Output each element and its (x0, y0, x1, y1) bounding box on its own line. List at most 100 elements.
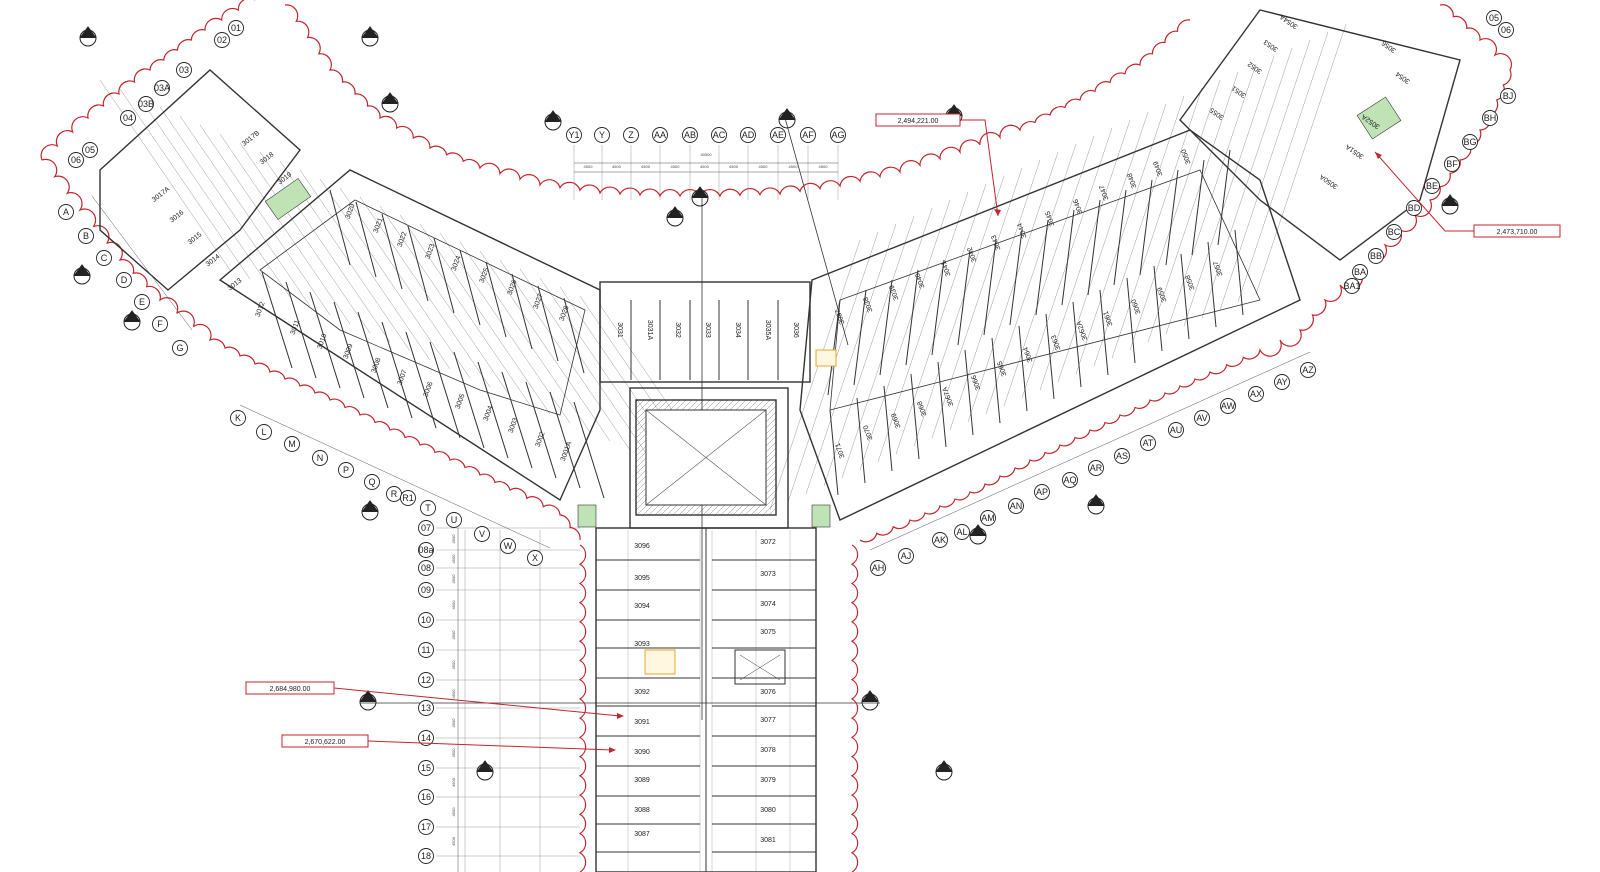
grid-bubble-lwe-7: 06 (68, 152, 84, 168)
grid-bubble-rwb-6: AT (1140, 435, 1156, 451)
grid-bubble-top-2: Z (623, 127, 639, 143)
grid-bubble-lwo-3: D (116, 272, 132, 288)
room-lwo-3: 3009 (343, 343, 355, 360)
grid-bubble-lwo-0: A (58, 204, 74, 220)
grid-bubble-top-3: AA (652, 127, 668, 143)
svg-text:AT: AT (1143, 438, 1154, 448)
grid-bubble-lwo-4: E (134, 294, 150, 310)
svg-text:AK: AK (934, 535, 946, 545)
svg-text:T: T (425, 503, 431, 513)
revision-clouds (40, 0, 1513, 872)
room-se-8: 3080 (760, 807, 776, 814)
grid-bubble-rwo-2: BG (1462, 134, 1478, 150)
svg-text:4500: 4500 (700, 164, 710, 169)
grid-bubble-lwe-4: 03B (138, 96, 154, 112)
grid-bubble-row-2: 08 (418, 560, 434, 576)
svg-text:09: 09 (421, 585, 431, 595)
room-lwo-8: 3004 (483, 405, 495, 422)
room-lwe-5: 3017B (241, 130, 262, 148)
room-core-5: 3035A (764, 320, 771, 341)
callout-top-center[interactable]: 2,494,221.00 (875, 113, 1001, 217)
grid-bubble-rwe-1: 06 (1498, 22, 1514, 38)
grid-bubble-lwb-12: X (527, 550, 543, 566)
grid-bubble-lwb-1: L (256, 424, 272, 440)
svg-text:10: 10 (421, 615, 431, 625)
svg-text:05: 05 (85, 145, 95, 155)
svg-text:F: F (157, 319, 163, 329)
room-rwi-7: 3044 (1017, 222, 1029, 239)
grid-bubble-rwb-4: AV (1194, 410, 1210, 426)
room-sw-9: 3087 (634, 831, 650, 838)
grid-bubble-lwb-4: P (338, 462, 354, 478)
callout-lower-a[interactable]: 2,684,980.00 (245, 681, 624, 719)
room-se-0: 3072 (760, 539, 776, 546)
svg-text:U: U (451, 515, 458, 525)
grid-bubble-lwe-3: 03A (154, 80, 170, 96)
svg-text:AA: AA (654, 130, 666, 140)
room-lwi-0: 3020 (345, 203, 357, 220)
grid-bubble-rwb-7: AS (1114, 448, 1130, 464)
room-sw-6: 3090 (634, 749, 650, 756)
room-sw-0: 3096 (634, 543, 650, 550)
grid-bubble-row-1: 08a (418, 542, 434, 558)
grid-bubble-lwe-1: 02 (214, 32, 230, 48)
svg-text:M: M (288, 439, 296, 449)
grid-bubble-lwb-5: Q (364, 474, 380, 490)
room-rwo-7: 3064 (1023, 346, 1035, 363)
room-rwo-8: 3063 (1051, 334, 1063, 351)
grid-bubble-lwo-2: C (96, 250, 112, 266)
callout-top-center-label: 2,494,221.00 (898, 118, 939, 125)
room-lwo-10: 3002 (535, 431, 547, 448)
svg-text:R1: R1 (402, 493, 414, 503)
room-rwi-4: 3041 (941, 260, 953, 277)
svg-text:AD: AD (742, 130, 755, 140)
grid-bubble-top-6: AD (740, 127, 756, 143)
grid-bubble-lwe-5: 04 (120, 110, 136, 126)
room-core-2: 3032 (674, 322, 681, 338)
room-rwi-9: 3046 (1073, 198, 1085, 215)
svg-text:BA: BA (1354, 267, 1366, 277)
svg-text:03A: 03A (154, 83, 170, 93)
svg-text:AB: AB (684, 130, 696, 140)
grid-bubble-row-3: 09 (418, 582, 434, 598)
room-sw-8: 3088 (634, 807, 650, 814)
svg-text:K: K (235, 413, 241, 423)
room-rwi-1: 3038 (863, 296, 875, 313)
svg-text:4500: 4500 (819, 164, 829, 169)
grid-bubble-rwo-6: BC (1386, 224, 1402, 240)
grid-bubble-row-5: 11 (418, 642, 434, 658)
room-se-9: 3081 (760, 837, 776, 844)
svg-text:AQ: AQ (1063, 475, 1076, 485)
room-sw-3: 3093 (634, 641, 650, 648)
callout-lower-b[interactable]: 2,670,622.00 (281, 734, 616, 753)
svg-text:AU: AU (1170, 425, 1183, 435)
callout-right[interactable]: 2,473,710.00 (1374, 151, 1561, 238)
room-rwo-3: 3068 (917, 400, 929, 417)
room-rwe-2: 3052 (1247, 60, 1264, 75)
grid-bubble-top-8: AF (800, 127, 816, 143)
svg-text:05: 05 (1489, 13, 1499, 23)
room-core-0: 3031 (616, 322, 623, 338)
svg-text:4500: 4500 (759, 164, 769, 169)
grid-bubble-lwb-2: M (284, 436, 300, 452)
svg-text:Q: Q (368, 477, 375, 487)
room-rwo-1: 3070 (863, 424, 875, 441)
grid-bubble-lwe-0: 01 (228, 20, 244, 36)
grid-bubble-row-0: 07 (418, 520, 434, 536)
svg-text:Z: Z (628, 130, 634, 140)
svg-text:AG: AG (831, 130, 844, 140)
room-se-5: 3077 (760, 717, 776, 724)
room-lwe-2: 3015 (187, 231, 204, 246)
room-sw-5: 3091 (634, 719, 650, 726)
room-lwi-2: 3022 (397, 231, 409, 248)
svg-text:4500: 4500 (451, 660, 456, 670)
svg-text:BD: BD (1408, 203, 1421, 213)
svg-text:4500: 4500 (729, 164, 739, 169)
grid-bubble-row-7: 13 (418, 700, 434, 716)
grid-bubble-rwo-1: BH (1482, 110, 1498, 126)
room-lwi-6: 3026 (507, 279, 519, 296)
svg-text:AX: AX (1250, 389, 1262, 399)
room-se-6: 3078 (760, 747, 776, 754)
